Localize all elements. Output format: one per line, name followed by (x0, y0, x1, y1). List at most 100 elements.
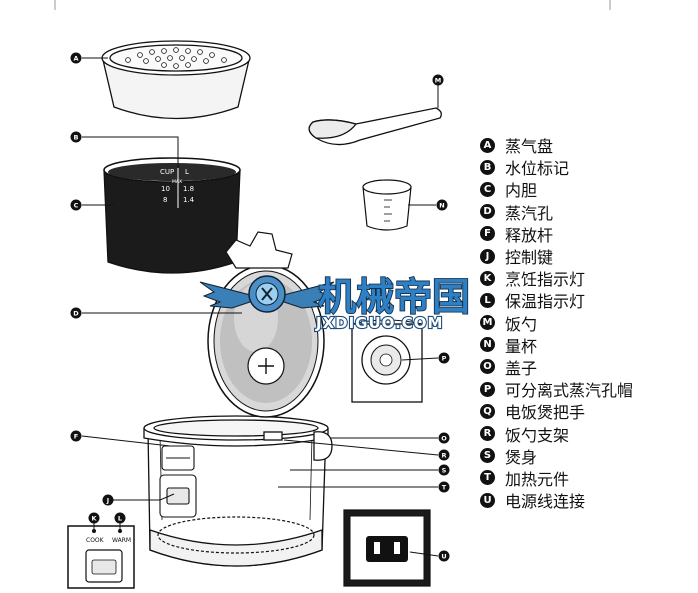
legend-label: 释放杆 (505, 225, 554, 245)
svg-text:U: U (441, 553, 446, 561)
callout-j: J (102, 494, 114, 506)
legend-label: 水位标记 (505, 159, 570, 179)
svg-text:C: C (74, 202, 79, 210)
legend-letter-badge: T (480, 470, 495, 486)
legend-letter-badge: U (480, 492, 495, 508)
callout-o: O (438, 432, 450, 444)
callout-t: T (438, 481, 450, 493)
callout-s: S (438, 464, 450, 476)
legend-label: 量杯 (505, 336, 538, 356)
callouts: A B C D F J K L M N P O R S T U (70, 52, 450, 562)
legend-letter-badge: L (480, 292, 495, 308)
svg-text:J: J (106, 497, 109, 505)
legend-label: 内胆 (505, 181, 538, 201)
legend-letter-badge: K (480, 270, 495, 286)
legend-item: B 水位标记 (480, 156, 692, 178)
callout-p: P (438, 352, 450, 364)
svg-text:S: S (442, 467, 447, 475)
legend-label: 控制键 (505, 248, 554, 268)
inner-pot: CUP L MAX 10 1.8 8 1.4 (103, 157, 241, 274)
legend-letter-badge: C (480, 181, 495, 197)
leader-lines (81, 57, 439, 557)
legend-item: A 蒸气盘 (480, 134, 692, 156)
pot-mark-14: 1.4 (183, 196, 195, 204)
svg-text:K: K (91, 515, 97, 523)
body-front-panel (159, 445, 197, 518)
svg-text:L: L (118, 515, 122, 523)
legend-letter-badge: O (480, 359, 495, 375)
legend-label: 保温指示灯 (505, 292, 586, 312)
vent-cap-closeup (351, 319, 423, 403)
rice-paddle (308, 107, 442, 146)
legend-item: U 电源线连接 (480, 489, 692, 511)
pot-mark-l: L (185, 168, 189, 176)
legend-label: 可分离式蒸汽孔帽 (505, 381, 634, 401)
callout-u: U (438, 550, 450, 562)
cooker-rim (143, 415, 333, 461)
panel-warm-label: WARM (112, 537, 131, 544)
control-panel-closeup: COOK WARM (67, 525, 135, 589)
pot-mark-max: MAX (172, 179, 182, 185)
legend-letter-badge: J (480, 248, 495, 264)
legend-label: 饭勺支架 (505, 425, 570, 445)
watermark: 机械帝国 JXDIGUO.COM (199, 274, 471, 333)
pot-mark-10: 10 (161, 185, 170, 193)
legend-item: J 控制键 (480, 245, 692, 267)
svg-text:A: A (73, 55, 78, 63)
measuring-cup (362, 179, 412, 231)
svg-text:B: B (74, 134, 79, 142)
steam-tray (101, 40, 251, 120)
legend-letter-badge: S (480, 448, 495, 464)
callout-a: A (70, 52, 82, 64)
watermark-title: 机械帝国 (318, 275, 470, 319)
callout-b: B (70, 131, 82, 143)
svg-text:F: F (74, 433, 78, 441)
legend-letter-badge: M (480, 315, 495, 331)
legend-label: 盖子 (505, 358, 538, 378)
legend-item: C 内胆 (480, 178, 692, 200)
callout-r: R (438, 449, 450, 461)
legend-label: 电源线连接 (505, 492, 586, 512)
legend-item: P 可分离式蒸汽孔帽 (480, 378, 692, 400)
legend-label: 加热元件 (505, 469, 570, 489)
callout-d: D (70, 307, 82, 319)
heating-element (157, 516, 315, 554)
svg-text:T: T (442, 484, 447, 492)
svg-text:N: N (439, 202, 444, 210)
legend-letter-badge: F (480, 226, 495, 242)
svg-text:P: P (442, 355, 447, 363)
legend-letter-badge: Q (480, 403, 495, 419)
cooker-handle (263, 431, 283, 441)
svg-text:O: O (441, 435, 447, 443)
legend-item: Q 电饭煲把手 (480, 400, 692, 422)
legend-item: T 加热元件 (480, 467, 692, 489)
legend-letter-badge: B (480, 159, 495, 175)
svg-text:D: D (73, 310, 79, 318)
watermark-url: JXDIGUO.COM (315, 314, 443, 332)
panel-cook-label: COOK (86, 537, 105, 544)
watermark-wings-logo (199, 275, 335, 313)
pot-mark-cup: CUP (160, 168, 174, 176)
callout-k: K (88, 512, 100, 524)
callout-l: L (114, 512, 126, 524)
callout-c: C (70, 199, 82, 211)
legend-item: O 盖子 (480, 356, 692, 378)
power-socket-closeup (343, 509, 431, 587)
callout-f: F (70, 430, 82, 442)
svg-text:R: R (441, 452, 446, 460)
legend-label: 煲身 (505, 447, 538, 467)
legend-item: F 释放杆 (480, 223, 692, 245)
legend-letter-badge: A (480, 137, 495, 153)
legend-label: 电饭煲把手 (505, 403, 586, 423)
legend-item: S 煲身 (480, 445, 692, 467)
legend-letter-badge: P (480, 381, 495, 397)
paddle-holder (313, 431, 333, 461)
pot-mark-8: 8 (163, 196, 167, 204)
legend-label: 蒸气盘 (505, 137, 554, 157)
crop-marks (54, 0, 611, 10)
